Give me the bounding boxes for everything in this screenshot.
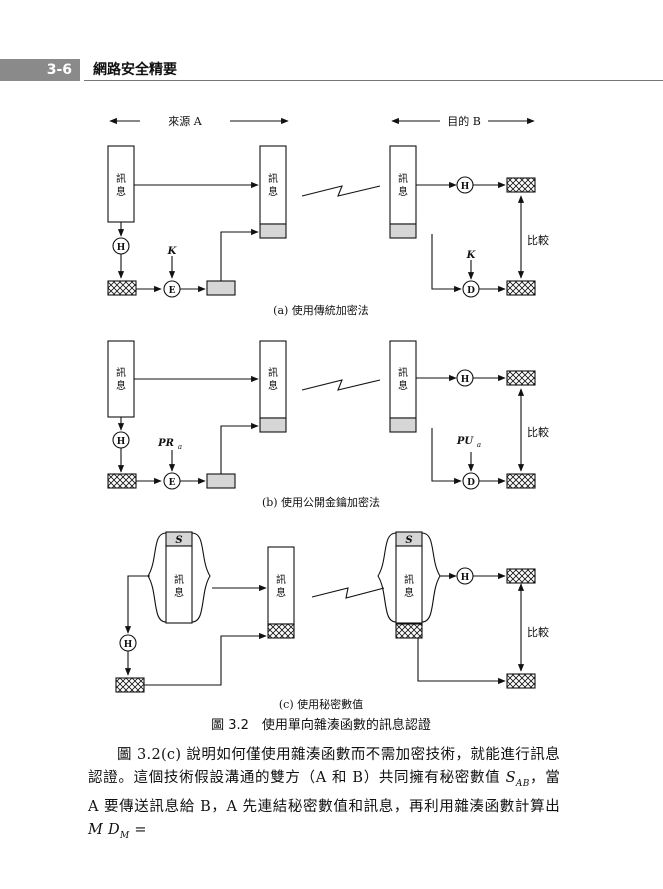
- hash-symbol: H: [461, 573, 470, 583]
- encrypt-symbol: E: [169, 286, 176, 296]
- hash-symbol: H: [461, 375, 470, 385]
- public-key-label: PU: [456, 436, 475, 447]
- panel-c-caption: (c) 使用秘密數值: [279, 697, 363, 711]
- compare-label: 比較: [527, 425, 549, 439]
- message-char-bottom: 息: [116, 185, 126, 198]
- hash-symbol: H: [124, 640, 133, 650]
- panel-b-caption: (b) 使用公開金鑰加密法: [262, 495, 380, 509]
- sub-ab: AB: [515, 778, 530, 789]
- message-char-top: 訊: [116, 366, 126, 379]
- private-key-subscript: a: [178, 443, 182, 451]
- compare-label: 比較: [527, 233, 549, 247]
- body-text-1: 圖 3.2(c) 說明如何僅使用雜湊函數而不需加密技術，就能進行訊息認證。這個技…: [88, 747, 560, 786]
- message-char-top: 訊: [116, 172, 126, 185]
- message-char-top: 訊: [398, 366, 408, 379]
- hash-symbol: H: [461, 182, 470, 192]
- source-label: 來源 A: [168, 114, 202, 128]
- message-char-bottom: 息: [268, 185, 278, 198]
- message-char-top: 訊: [404, 573, 414, 586]
- decrypt-symbol: D: [467, 478, 475, 488]
- message-char-bottom: 息: [116, 379, 126, 392]
- body-text-3: =: [129, 821, 147, 838]
- message-char-bottom: 息: [398, 185, 408, 198]
- body-text-2: ，當 A 要傳送訊息給 B，A 先連結秘密數值和訊息，再利用雜湊函數計算出: [88, 770, 560, 815]
- message-char-bottom: 息: [174, 586, 184, 599]
- decrypt-symbol: D: [467, 286, 475, 296]
- dest-label: 目的 B: [447, 114, 481, 128]
- message-char-top: 訊: [268, 366, 278, 379]
- var-s: S: [505, 770, 516, 786]
- message-char-bottom: 息: [276, 586, 286, 599]
- panel-a-caption: (a) 使用傳統加密法: [273, 303, 369, 317]
- hash-symbol: H: [117, 243, 126, 253]
- message-char-top: 訊: [398, 172, 408, 185]
- compare-label: 比較: [527, 625, 549, 639]
- message-char-top: 訊: [276, 573, 286, 586]
- book-title: 網路安全精要: [93, 62, 177, 78]
- encrypt-symbol: E: [169, 478, 176, 488]
- key-dec-label: K: [466, 250, 477, 261]
- page-number: 3-6: [0, 59, 80, 81]
- key-enc-label: K: [167, 246, 178, 257]
- message-char-bottom: 息: [404, 586, 414, 599]
- message-char-top: 訊: [174, 573, 184, 586]
- private-key-label: PR: [157, 438, 174, 449]
- secret-symbol: S: [175, 535, 182, 546]
- header-rule: [84, 80, 663, 81]
- figure-caption: 圖 3.2 使用單向雜湊函數的訊息認證: [211, 717, 431, 733]
- figure-3-2-diagram: 來源 A 目的 B 訊 息 訊 息 訊 息 H E K H D K 比較 (a)…: [107, 114, 549, 733]
- hash-symbol: H: [117, 437, 126, 447]
- sub-m: M: [119, 830, 130, 841]
- secret-symbol: S: [405, 535, 412, 546]
- var-md: M D: [88, 821, 120, 838]
- message-char-top: 訊: [268, 172, 278, 185]
- message-char-bottom: 息: [398, 379, 408, 392]
- body-paragraph: 圖 3.2(c) 說明如何僅使用雜湊函數而不需加密技術，就能進行訊息認證。這個技…: [88, 744, 560, 848]
- message-char-bottom: 息: [268, 379, 278, 392]
- public-key-subscript: a: [477, 441, 481, 449]
